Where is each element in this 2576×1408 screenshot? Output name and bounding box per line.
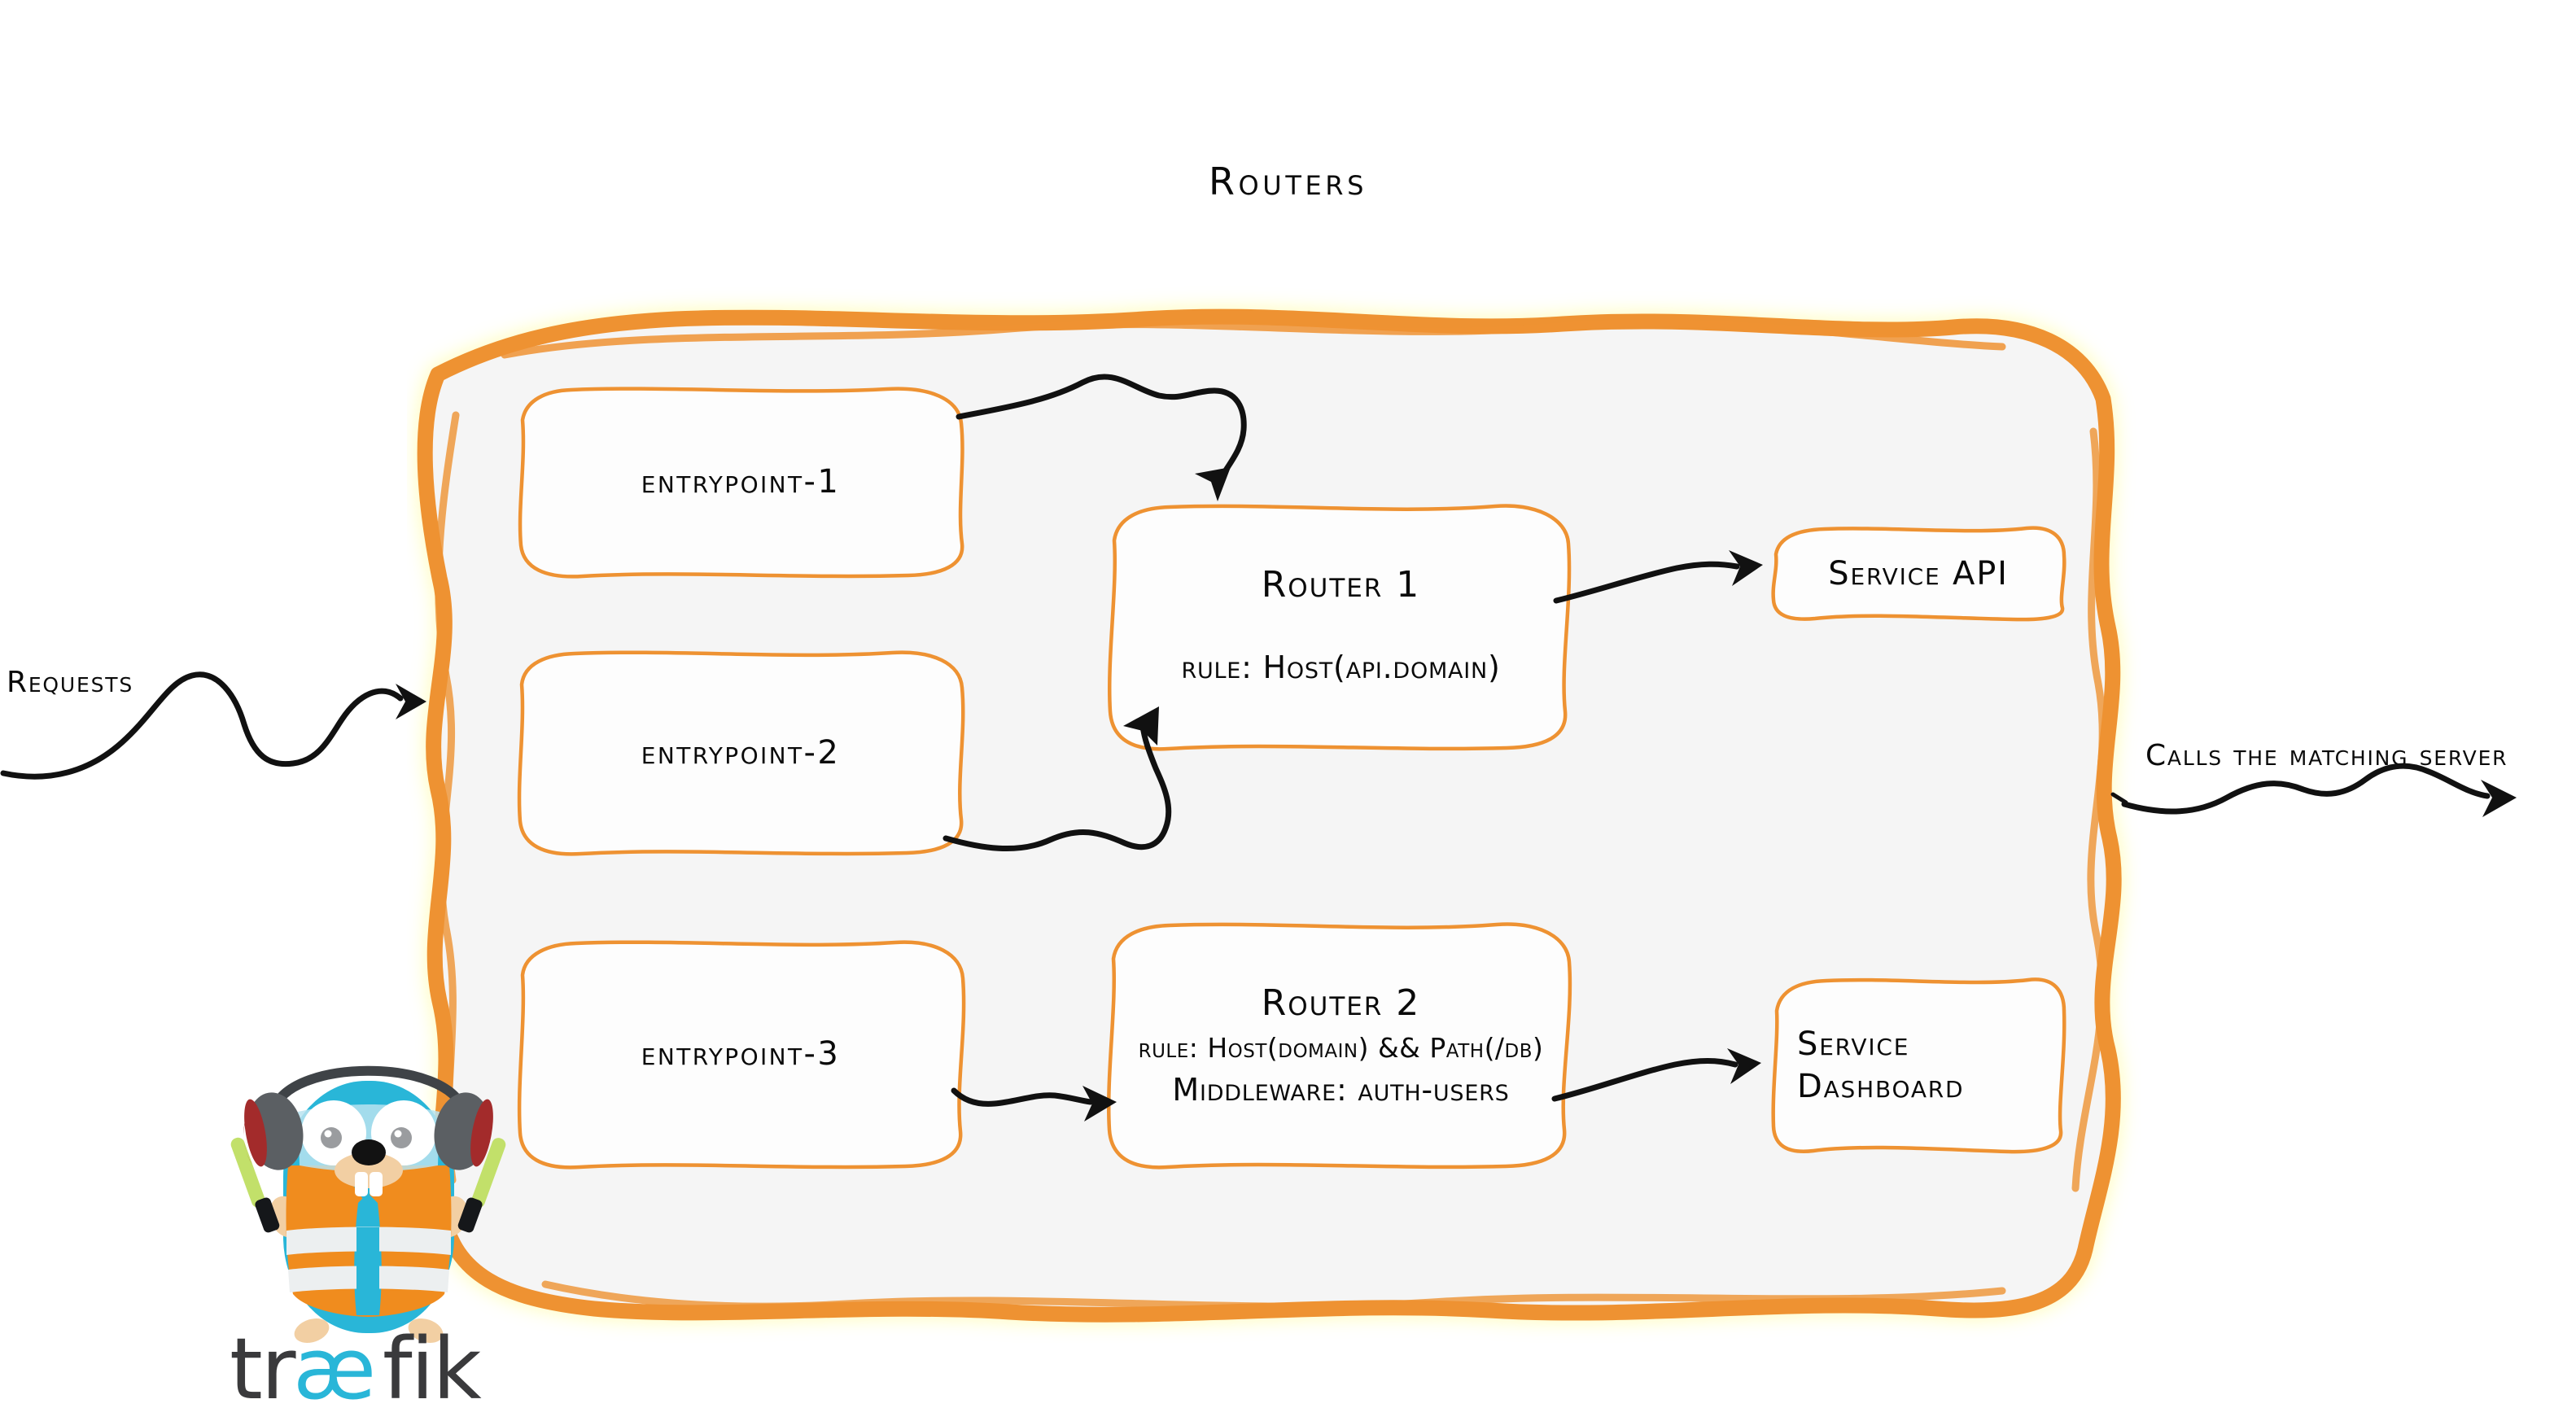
router-title: Router 1	[1261, 563, 1421, 606]
entrypoint-box-2[interactable]: entrypoint-2	[513, 647, 969, 859]
headphone-cup-right	[434, 1092, 493, 1170]
gopher-nose	[352, 1139, 386, 1165]
traefik-wordmark: tr æ fik	[230, 1319, 483, 1408]
entrypoint-label: entrypoint-3	[641, 1035, 841, 1073]
svg-text:fik: fik	[383, 1319, 482, 1408]
marshalling-wand-right	[457, 1138, 506, 1233]
entrypoint-label: entrypoint-2	[641, 734, 841, 772]
router-box-2[interactable]: Router 2 rule: Host(domain) && Path(/db)…	[1103, 918, 1579, 1174]
service-label: Dashboard	[1797, 1068, 1965, 1105]
entrypoint-label: entrypoint-1	[641, 463, 841, 501]
service-label: Service API	[1828, 555, 2009, 592]
traefik-logo: tr æ fik	[228, 1042, 509, 1408]
service-label: Service	[1797, 1025, 1910, 1063]
gopher-foot-right	[408, 1318, 444, 1343]
service-box-dashboard[interactable]: Service Dashboard	[1768, 975, 2069, 1156]
marshalling-wand-left	[230, 1137, 280, 1233]
headphone-band	[269, 1065, 469, 1117]
headphone-cup-left	[243, 1092, 304, 1170]
svg-text:æ: æ	[293, 1319, 374, 1408]
svg-text:tr: tr	[230, 1319, 296, 1408]
calls-matching-server-label: Calls the matching server	[2145, 739, 2508, 772]
router-rule: rule: Host(api.domain)	[1181, 649, 1501, 686]
router-rule: rule: Host(domain) && Path(/db)	[1138, 1031, 1544, 1064]
entrypoint-box-3[interactable]: entrypoint-3	[513, 936, 969, 1172]
gopher-foot-left	[294, 1318, 330, 1343]
router-box-1[interactable]: Router 1 rule: Host(api.domain)	[1103, 498, 1579, 754]
router-title: Router 2	[1261, 982, 1421, 1024]
requests-label: Requests	[7, 666, 133, 699]
service-box-api[interactable]: Service API	[1768, 525, 2069, 623]
entrypoint-box-1[interactable]: entrypoint-1	[513, 384, 969, 579]
page-title: Routers	[1208, 160, 1368, 203]
router-middleware: Middleware: auth-users	[1172, 1071, 1510, 1108]
arrow-calls-out	[2110, 763, 2517, 817]
